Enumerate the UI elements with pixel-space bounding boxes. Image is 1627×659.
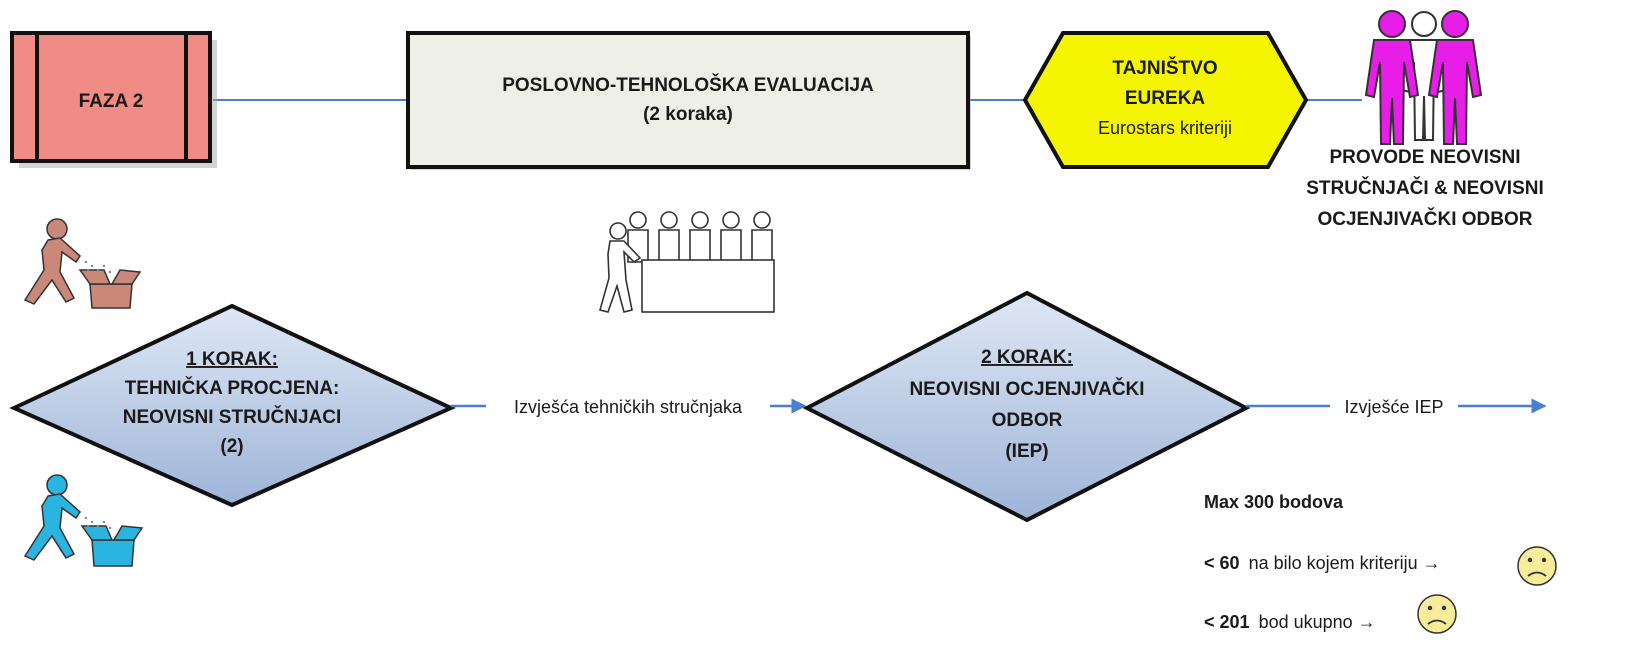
arrow1-label-bg: [486, 392, 770, 420]
scoring-rule2-text: bod ukupno →: [1259, 612, 1376, 632]
step1-diamond: 1 KORAK: TEHNIČKA PROCJENA: NEOVISNI STR…: [9, 303, 456, 508]
step1-title: 1 KORAK:: [186, 349, 278, 370]
evaluation-title: POSLOVNO-TEHNOLOŠKA EVALUACIJA: [502, 74, 874, 96]
people-group-icon: [1364, 10, 1483, 145]
phase-box: FAZA 2: [10, 31, 217, 168]
step2-title: 2 KORAK:: [981, 347, 1073, 368]
evaluation-subtitle: (2 koraka): [643, 104, 733, 125]
committee-table-icon: [599, 211, 775, 313]
step1-line2: NEOVISNI STRUČNJACI: [123, 406, 342, 428]
scoring-max: Max 300 bodova: [1204, 492, 1344, 512]
step1-line1: TEHNIČKA PROCJENA:: [125, 377, 340, 399]
person-throwing-brown-icon: [23, 218, 142, 309]
step1-line3: (2): [220, 436, 243, 457]
performers-line1: PROVODE NEOVISNI: [1329, 147, 1520, 168]
scoring-rule2: < 201 bod ukupno →: [1204, 612, 1376, 632]
evaluation-box: POSLOVNO-TEHNOLOŠKA EVALUACIJA (2 koraka…: [406, 31, 971, 170]
scoring-rule1-bold: < 60: [1204, 553, 1240, 573]
sad-face-icon: [1417, 594, 1457, 634]
scoring-rule2-bold: < 201: [1204, 612, 1250, 632]
sad-face-icon: [1517, 546, 1557, 586]
performers-line2: STRUČNJAČI & NEOVISNI: [1306, 177, 1544, 199]
step2-line2: ODBOR: [992, 410, 1063, 431]
secretariat-hexagon: TAJNIŠTVO EUREKA Eurostars kriteriji: [1022, 31, 1309, 169]
secretariat-line1: TAJNIŠTVO: [1112, 57, 1217, 79]
arrow1-label: Izvješća tehničkih stručnjaka: [514, 397, 743, 417]
step2-diamond: 2 KORAK: NEOVISNI OCJENJIVAČKI ODBOR (IE…: [802, 290, 1251, 523]
secretariat-line3: Eurostars kriteriji: [1098, 118, 1232, 138]
secretariat-line2: EUREKA: [1125, 88, 1206, 109]
scoring-rule1: < 60 na bilo kojem kriteriju →: [1204, 553, 1441, 573]
step2-line3: (IEP): [1005, 441, 1048, 462]
person-throwing-cyan-icon: [23, 474, 144, 567]
performers-line3: OCJENJIVAČKI ODBOR: [1317, 208, 1532, 230]
arrow2-label-bg: [1330, 392, 1458, 420]
scoring-rule1-text: na bilo kojem kriteriju →: [1249, 553, 1441, 573]
phase-label: FAZA 2: [79, 91, 144, 112]
arrow2-label: Izvješće IEP: [1344, 397, 1443, 417]
step2-line1: NEOVISNI OCJENJIVAČKI: [909, 378, 1144, 400]
